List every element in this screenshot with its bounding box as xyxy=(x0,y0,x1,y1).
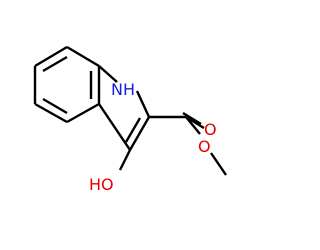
ester-oxygen-label: O xyxy=(198,137,211,156)
structure-diagram: NH HO O O xyxy=(33,45,227,194)
benzene-ring xyxy=(33,45,101,124)
molecule-drawing: NH HO O O xyxy=(33,45,227,194)
ester-group xyxy=(149,111,227,176)
hydroxyl-bond xyxy=(118,149,132,171)
nh-label: NH xyxy=(111,80,135,99)
carbonyl-oxygen-label: O xyxy=(204,120,217,139)
pyrrole-ring xyxy=(98,65,151,151)
ho-label: HO xyxy=(89,175,114,194)
